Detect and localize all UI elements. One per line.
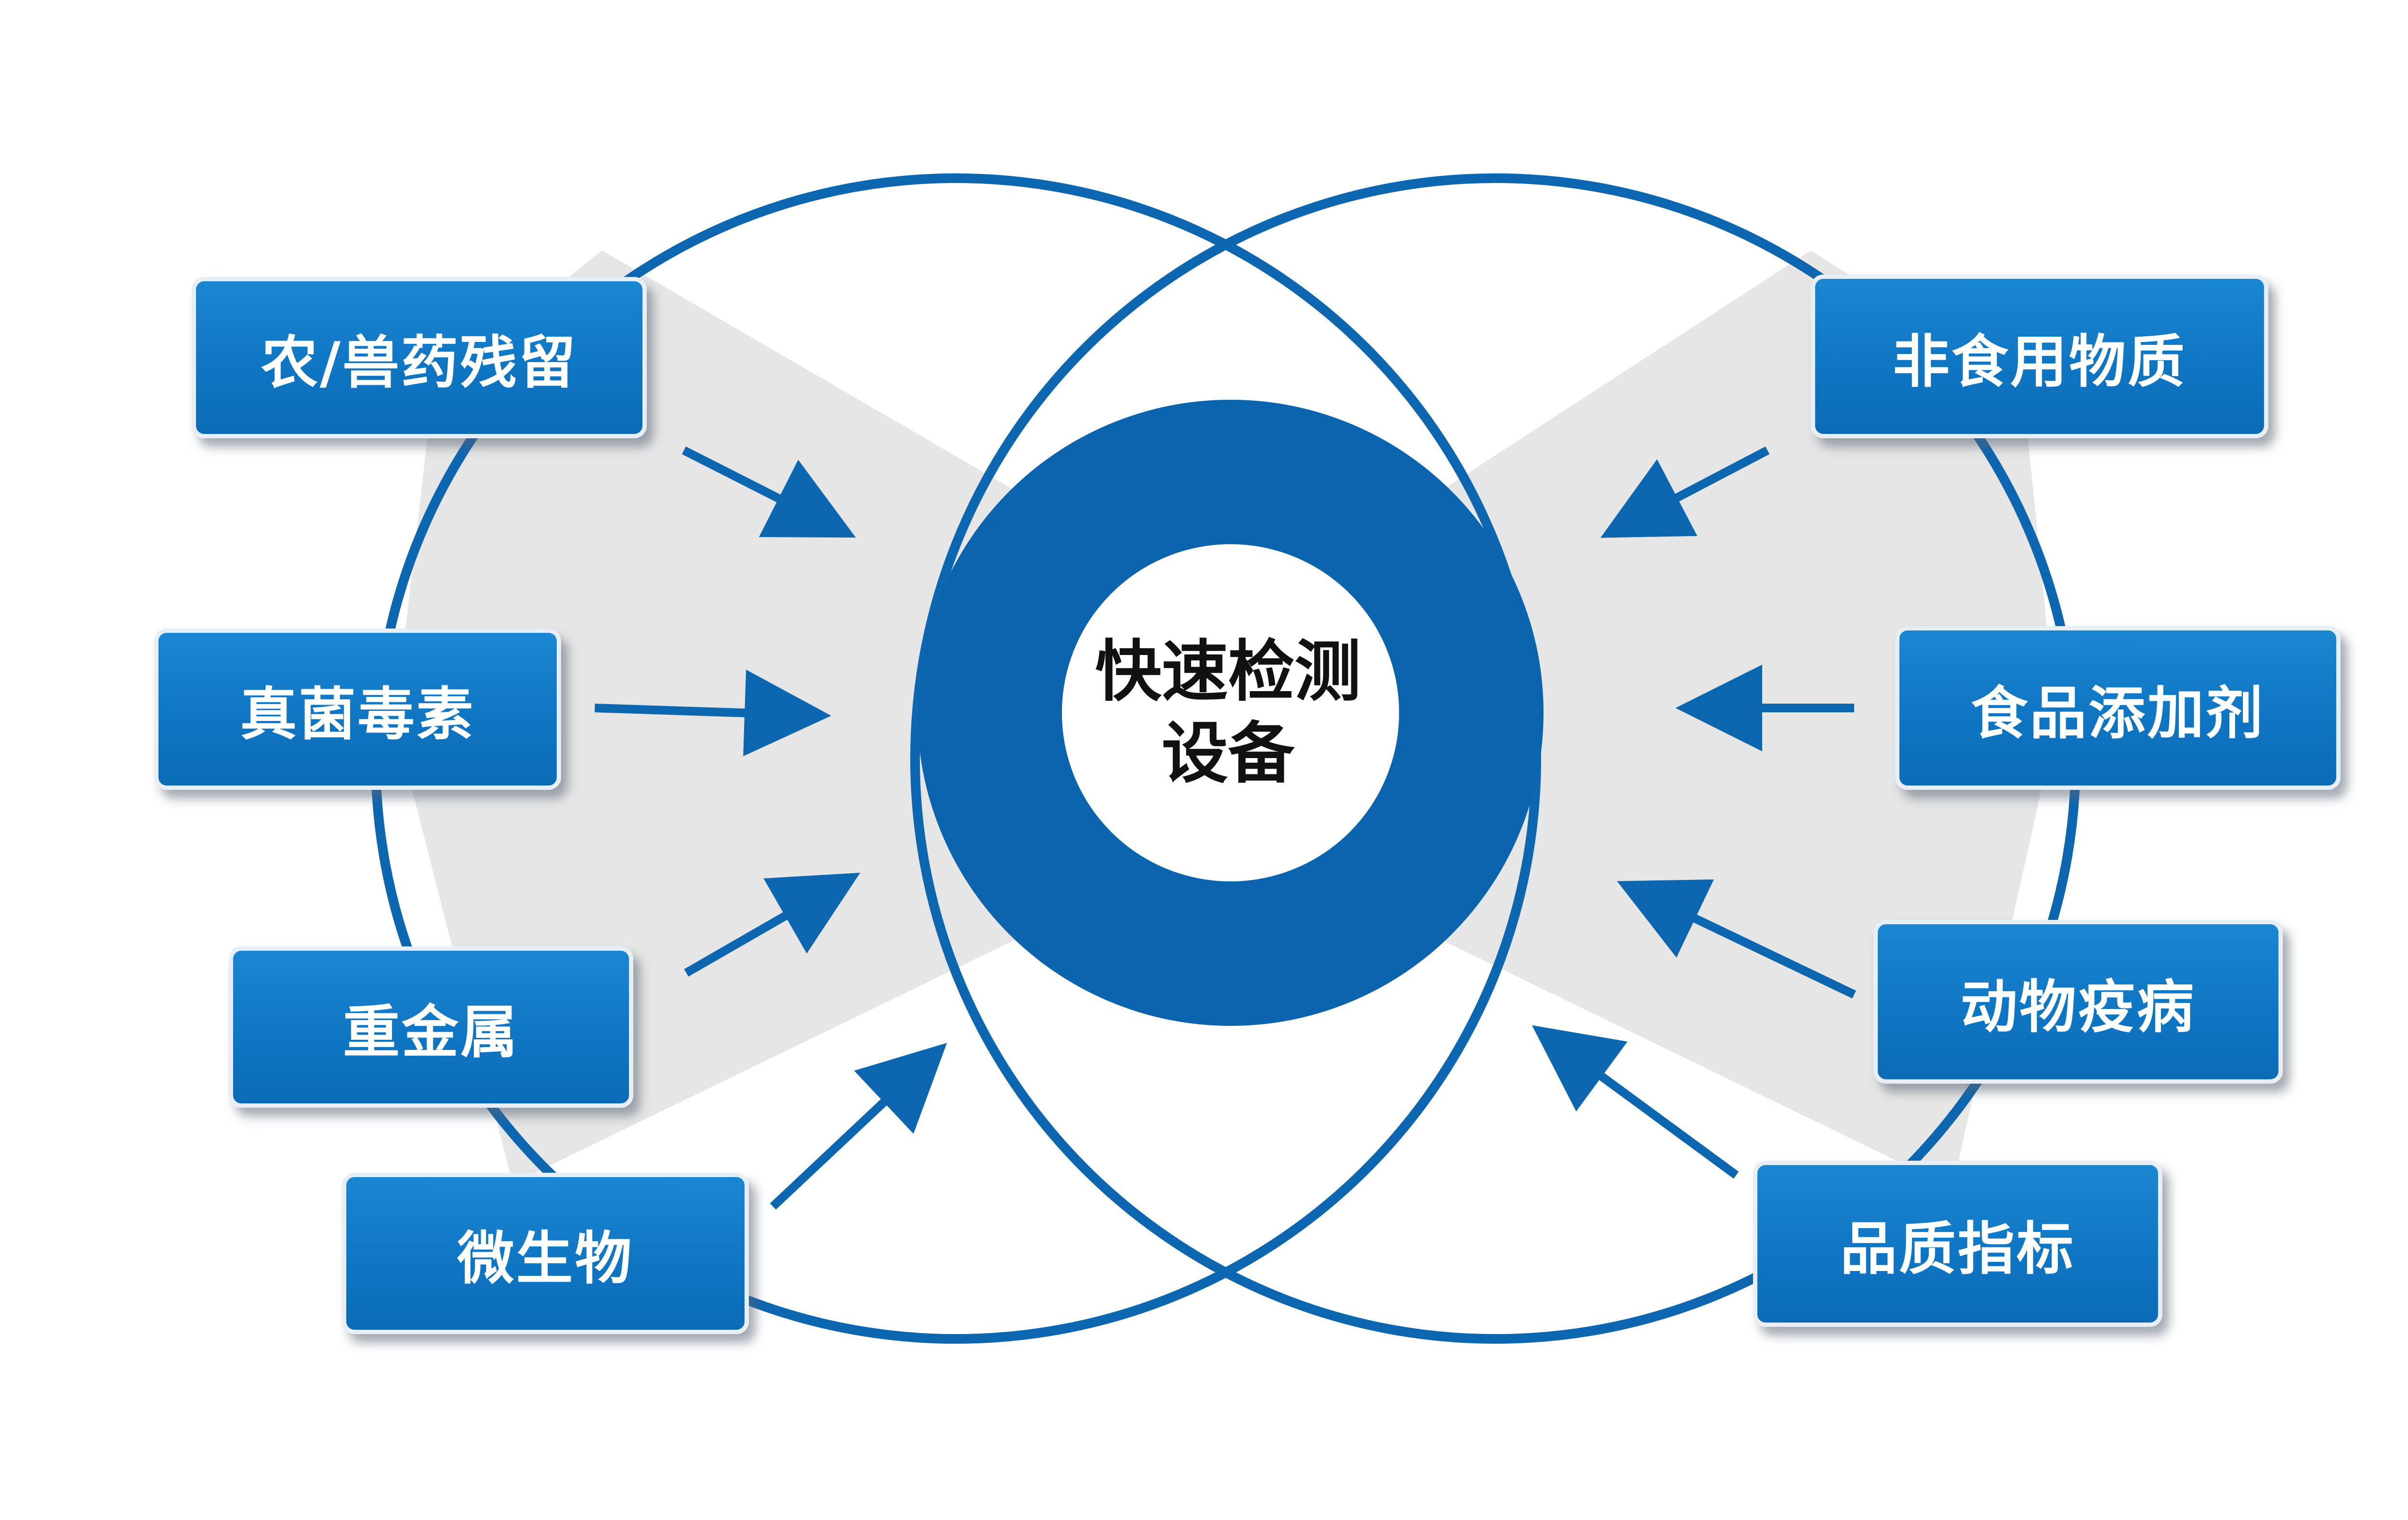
- box-food-additive: 食品添加剂: [1895, 626, 2341, 790]
- box-label: 非食用物质: [1892, 328, 2186, 395]
- center-disc: [1062, 544, 1399, 881]
- box-label: 农/兽药残留: [261, 329, 578, 396]
- center-ring: [917, 400, 1544, 1026]
- center-label-line1: 快速检测: [1095, 633, 1361, 710]
- box-non-food-substance: 非食用物质: [1811, 275, 2268, 438]
- box-quality-index: 品质指标: [1753, 1161, 2162, 1327]
- arrow-animal-disease: [1617, 879, 1856, 999]
- box-mycotoxin: 真菌毒素: [154, 629, 561, 790]
- box-heavy-metal: 重金属: [229, 946, 633, 1108]
- arrow-heavy-metal: [684, 873, 861, 977]
- arrow-non-food-substance: [1600, 446, 1770, 538]
- arrow-pesticide: [681, 446, 856, 538]
- box-label: 微生物: [457, 1225, 634, 1292]
- center-label-line2: 设备: [1161, 715, 1295, 792]
- box-label: 重金属: [342, 999, 519, 1065]
- box-label: 食品添加剂: [1971, 680, 2265, 747]
- box-animal-disease: 动物疫病: [1873, 920, 2283, 1084]
- arrow-microbe: [770, 1043, 947, 1210]
- box-microbe: 微生物: [342, 1173, 749, 1334]
- box-label: 真菌毒素: [240, 681, 475, 747]
- arrow-quality-index: [1531, 1025, 1739, 1179]
- box-label: 品质指标: [1840, 1216, 2075, 1282]
- box-label: 动物疫病: [1960, 973, 2196, 1040]
- center-label: 快速检测 设备: [1060, 621, 1397, 804]
- box-pesticide-residue: 农/兽药残留: [192, 277, 647, 438]
- arrow-mycotoxin: [594, 669, 831, 757]
